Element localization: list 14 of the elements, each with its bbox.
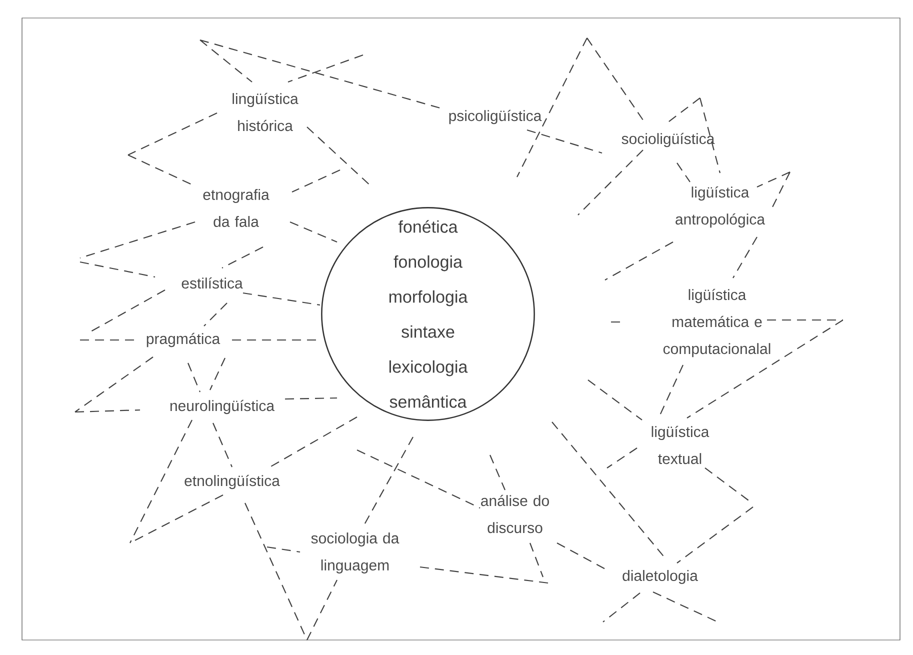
term-label: dialetologia — [622, 570, 698, 584]
term-label: ligüística antropológica — [676, 186, 766, 228]
term-label: ligüística matemática e computacionalal — [663, 288, 770, 358]
term-label: psicoligüística — [449, 110, 542, 124]
term-label: estilística — [182, 277, 243, 289]
term-label: análise do discurso — [481, 494, 549, 534]
term-label: etnolingüística — [184, 474, 280, 490]
term-label: pragmática — [146, 332, 220, 348]
term-label: etnografia da fala — [203, 189, 270, 227]
term-label: socioligüística — [622, 132, 715, 148]
term-label: neurolingüística — [170, 400, 275, 414]
term-label: ligüística textual — [652, 426, 710, 464]
term-label: sociologia da linguagem — [311, 532, 400, 574]
term-label: lingüística histórica — [232, 92, 298, 132]
